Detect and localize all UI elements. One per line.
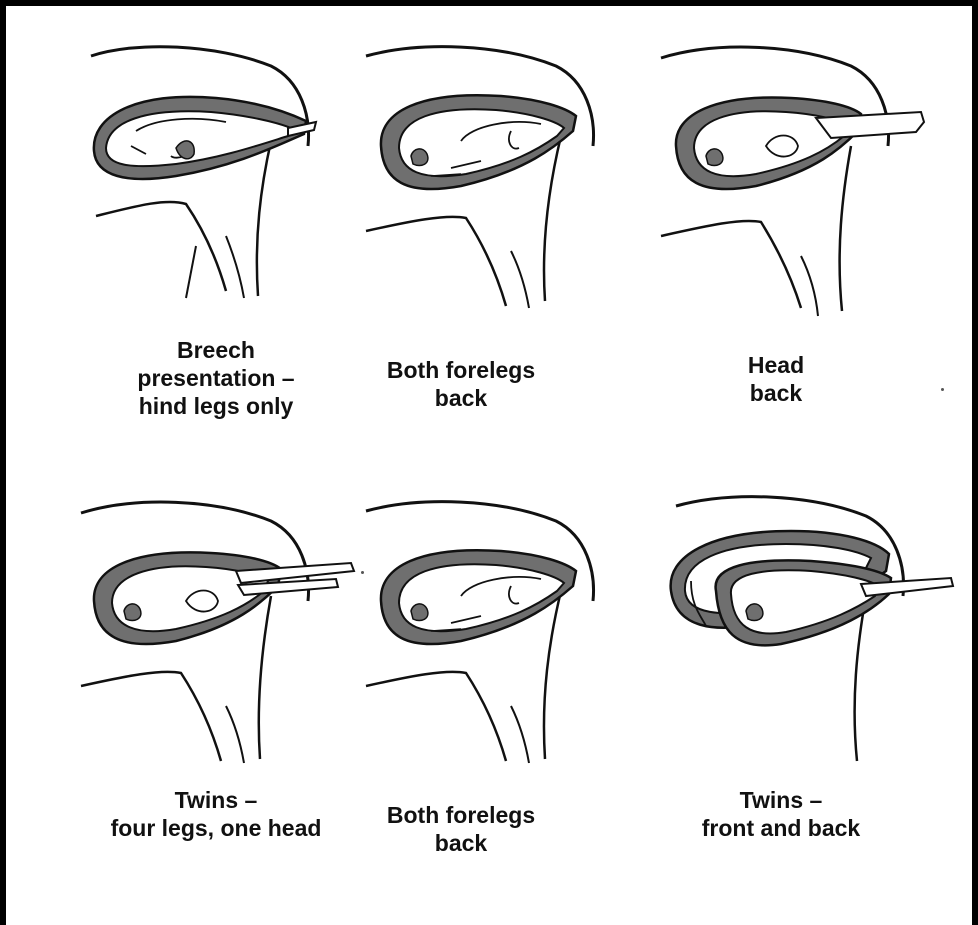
caption-head-back: Head back [626,351,926,407]
stray-dot [941,388,944,391]
diagram-twins-front-back-illustration [661,486,961,776]
diagram-head-back-illustration [656,36,956,326]
caption-line: back [311,829,611,857]
diagram-forelegs-back-2-illustration [361,491,661,781]
caption-line: front and back [631,814,931,842]
diagram-forelegs-back-illustration [361,36,661,326]
caption-line: Head [626,351,926,379]
caption-line: Twins – [631,786,931,814]
caption-line: back [311,384,611,412]
diagram-twins-four-legs-illustration [66,491,366,781]
caption-line: Both forelegs [311,801,611,829]
caption-forelegs-back-2: Both forelegs back [311,801,611,857]
caption-line: back [626,379,926,407]
caption-forelegs-back: Both forelegs back [311,356,611,412]
caption-twins-front-back: Twins – front and back [631,786,931,842]
stray-dot [361,571,364,574]
diagram-breech-illustration [76,36,376,326]
caption-line: Both forelegs [311,356,611,384]
